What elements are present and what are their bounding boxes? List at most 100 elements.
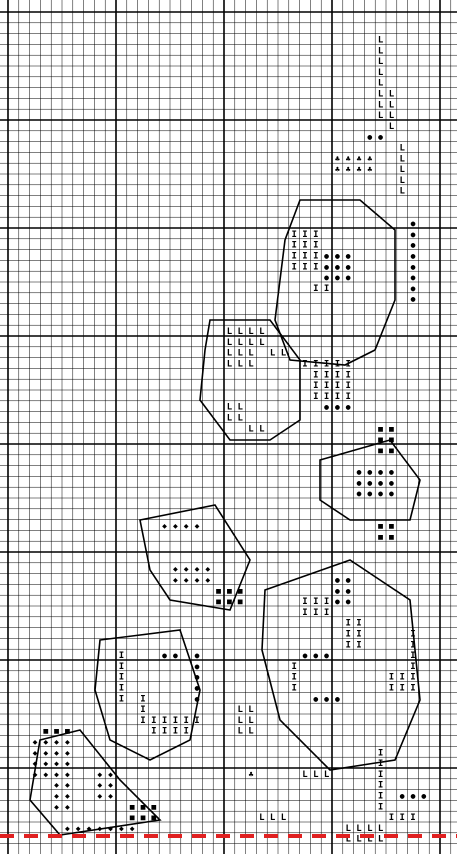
stitch-symbol-i: I bbox=[410, 684, 415, 694]
stitch-symbol-l: L bbox=[399, 176, 405, 186]
stitch-symbol-club: ♣ bbox=[357, 165, 362, 174]
stitch-symbol-i: I bbox=[302, 252, 307, 262]
stitch-symbol-square: ■ bbox=[151, 802, 156, 811]
stitch-symbol-square: ■ bbox=[216, 586, 221, 595]
stitch-symbol-l: L bbox=[378, 824, 384, 834]
stitch-symbol-l: L bbox=[378, 36, 384, 46]
stitch-symbol-circle: ● bbox=[162, 651, 167, 660]
stitch-symbol-circle: ● bbox=[367, 133, 372, 142]
stitch-symbol-i: I bbox=[313, 360, 318, 370]
stitch-symbol-l: L bbox=[237, 327, 243, 337]
stitch-symbol-circle: ● bbox=[378, 489, 383, 498]
stitch-symbol-circle: ● bbox=[346, 273, 351, 282]
stitch-symbol-circle: ● bbox=[357, 468, 362, 477]
stitch-symbol-l: L bbox=[389, 111, 395, 121]
stitch-symbol-diamond: ◆ bbox=[65, 792, 70, 801]
stitch-symbol-l: L bbox=[237, 414, 243, 424]
stitch-symbol-circle: ● bbox=[357, 489, 362, 498]
stitch-symbol-diamond: ◆ bbox=[65, 770, 70, 779]
stitch-symbol-i: I bbox=[313, 252, 318, 262]
stitch-symbol-i: I bbox=[173, 727, 178, 737]
stitch-symbol-i: I bbox=[410, 630, 415, 640]
stitch-symbol-diamond: ◆ bbox=[130, 824, 135, 833]
stitch-symbol-square: ■ bbox=[378, 435, 383, 444]
stitch-symbol-i: I bbox=[313, 284, 318, 294]
stitch-symbol-diamond: ◆ bbox=[33, 770, 38, 779]
stitch-symbol-diamond: ◆ bbox=[43, 770, 48, 779]
stitch-symbol-circle: ● bbox=[335, 252, 340, 261]
stitch-symbol-l: L bbox=[237, 403, 243, 413]
stitch-symbol-l: L bbox=[389, 90, 395, 100]
stitch-symbol-circle: ● bbox=[411, 252, 416, 261]
stitch-symbol-diamond: ◆ bbox=[54, 781, 59, 790]
stitch-symbol-l: L bbox=[389, 100, 395, 110]
stitch-symbol-diamond: ◆ bbox=[205, 576, 210, 585]
stitch-symbol-l: L bbox=[248, 349, 254, 359]
stitch-symbol-circle: ● bbox=[195, 662, 200, 671]
stitch-symbol-circle: ● bbox=[303, 651, 308, 660]
stitch-symbol-circle: ● bbox=[411, 273, 416, 282]
stitch-symbol-l: L bbox=[378, 57, 384, 67]
stitch-symbol-l: L bbox=[227, 349, 233, 359]
stitch-symbol-diamond: ◆ bbox=[97, 770, 102, 779]
stitch-symbol-diamond: ◆ bbox=[65, 824, 70, 833]
stitch-symbol-circle: ● bbox=[411, 262, 416, 271]
stitch-symbol-square: ■ bbox=[389, 446, 394, 455]
stitch-symbol-l: L bbox=[237, 360, 243, 370]
stitch-symbol-i: I bbox=[119, 673, 124, 683]
stitch-symbol-diamond: ◆ bbox=[65, 738, 70, 747]
stitch-symbol-circle: ● bbox=[335, 586, 340, 595]
stitch-symbol-diamond: ◆ bbox=[43, 738, 48, 747]
stitch-symbol-square: ■ bbox=[227, 597, 232, 606]
stitch-symbol-circle: ● bbox=[335, 262, 340, 271]
stitch-symbol-l: L bbox=[378, 100, 384, 110]
stitch-symbol-square: ■ bbox=[378, 522, 383, 531]
stitch-symbol-i: I bbox=[291, 662, 296, 672]
stitch-symbol-i: I bbox=[378, 748, 383, 758]
stitch-symbol-circle: ● bbox=[335, 273, 340, 282]
stitch-symbol-i: I bbox=[162, 716, 167, 726]
stitch-symbol-l: L bbox=[237, 705, 243, 715]
stitch-symbol-i: I bbox=[378, 802, 383, 812]
stitch-symbol-diamond: ◆ bbox=[43, 759, 48, 768]
stitch-symbol-club: ♣ bbox=[346, 154, 351, 163]
stitch-symbol-circle: ● bbox=[195, 684, 200, 693]
stitch-symbol-diamond: ◆ bbox=[195, 576, 200, 585]
stitch-symbol-circle: ● bbox=[378, 468, 383, 477]
stitch-symbol-i: I bbox=[356, 630, 361, 640]
stitch-symbol-circle: ● bbox=[378, 478, 383, 487]
stitch-symbol-i: I bbox=[335, 381, 340, 391]
stitch-symbol-circle: ● bbox=[335, 597, 340, 606]
stitch-symbol-i: I bbox=[173, 716, 178, 726]
stitch-symbol-diamond: ◆ bbox=[65, 781, 70, 790]
stitch-symbol-circle: ● bbox=[324, 262, 329, 271]
stitch-symbol-circle: ● bbox=[313, 651, 318, 660]
stitch-symbol-i: I bbox=[345, 619, 350, 629]
stitch-symbol-diamond: ◆ bbox=[184, 565, 189, 574]
stitch-symbol-square: ■ bbox=[43, 727, 48, 736]
motif-outline bbox=[262, 560, 420, 770]
stitch-symbol-circle: ● bbox=[195, 694, 200, 703]
stitch-symbol-circle: ● bbox=[411, 219, 416, 228]
stitch-symbol-i: I bbox=[399, 684, 404, 694]
stitch-symbol-i: I bbox=[302, 241, 307, 251]
stitch-symbol-i: I bbox=[410, 813, 415, 823]
stitch-symbol-i: I bbox=[378, 792, 383, 802]
stitch-symbol-i: I bbox=[119, 662, 124, 672]
stitch-symbol-i: I bbox=[399, 673, 404, 683]
stitch-symbol-square: ■ bbox=[378, 424, 383, 433]
stitch-symbol-i: I bbox=[151, 716, 156, 726]
stitch-symbol-i: I bbox=[162, 727, 167, 737]
stitch-symbol-i: I bbox=[291, 262, 296, 272]
stitch-symbol-i: I bbox=[324, 381, 329, 391]
stitch-symbol-l: L bbox=[378, 111, 384, 121]
stitch-symbol-l: L bbox=[378, 835, 384, 845]
stitch-symbol-l: L bbox=[399, 187, 405, 197]
stitch-symbol-l: L bbox=[399, 165, 405, 175]
stitch-symbol-i: I bbox=[291, 241, 296, 251]
stitch-symbol-l: L bbox=[313, 770, 319, 780]
stitch-symbol-i: I bbox=[140, 716, 145, 726]
stitch-symbol-i: I bbox=[335, 392, 340, 402]
stitch-symbol-club: ♣ bbox=[335, 154, 340, 163]
stitch-symbol-i: I bbox=[291, 252, 296, 262]
